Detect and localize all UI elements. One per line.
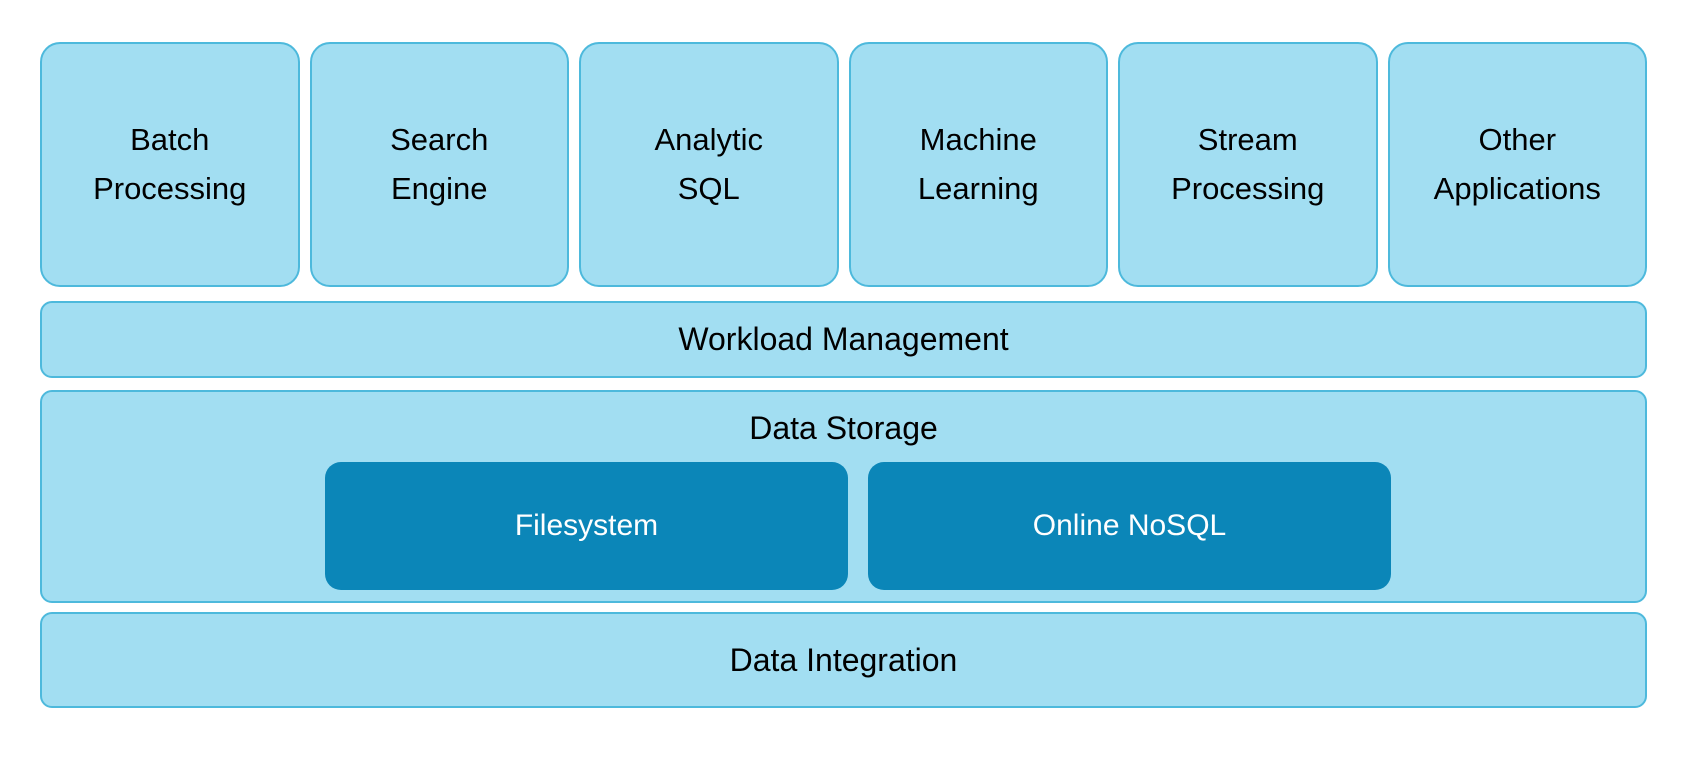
box-label: Stream Processing: [1171, 122, 1325, 206]
box-analytic-sql: Analytic SQL: [579, 42, 839, 287]
applications-row: Batch Processing Search Engine Analytic …: [40, 42, 1647, 287]
box-workload-management: Workload Management: [40, 301, 1647, 378]
box-label: Batch Processing: [93, 122, 247, 206]
box-machine-learning: Machine Learning: [848, 42, 1108, 287]
box-stream-processing: Stream Processing: [1118, 42, 1378, 287]
band-label: Data Storage: [749, 410, 938, 446]
box-label: Machine Learning: [917, 122, 1039, 206]
box-data-storage: Data Storage Filesystem Online NoSQL: [40, 390, 1647, 603]
box-label: Search Engine: [390, 122, 489, 206]
storage-inner-row: Filesystem Online NoSQL: [325, 462, 1391, 590]
box-other-applications: Other Applications: [1387, 42, 1647, 287]
box-batch-processing: Batch Processing: [40, 42, 300, 287]
diagram-canvas: Batch Processing Search Engine Analytic …: [40, 42, 1647, 708]
band-label: Data Integration: [729, 641, 958, 678]
box-data-integration: Data Integration: [40, 612, 1647, 708]
band-label: Workload Management: [678, 321, 1009, 357]
box-filesystem: Filesystem: [325, 462, 848, 590]
box-search-engine: Search Engine: [309, 42, 569, 287]
box-online-nosql: Online NoSQL: [868, 462, 1391, 590]
box-label: Online NoSQL: [1032, 509, 1227, 542]
box-label: Analytic SQL: [654, 122, 764, 206]
box-label: Filesystem: [514, 509, 659, 542]
box-label: Other Applications: [1433, 122, 1601, 206]
